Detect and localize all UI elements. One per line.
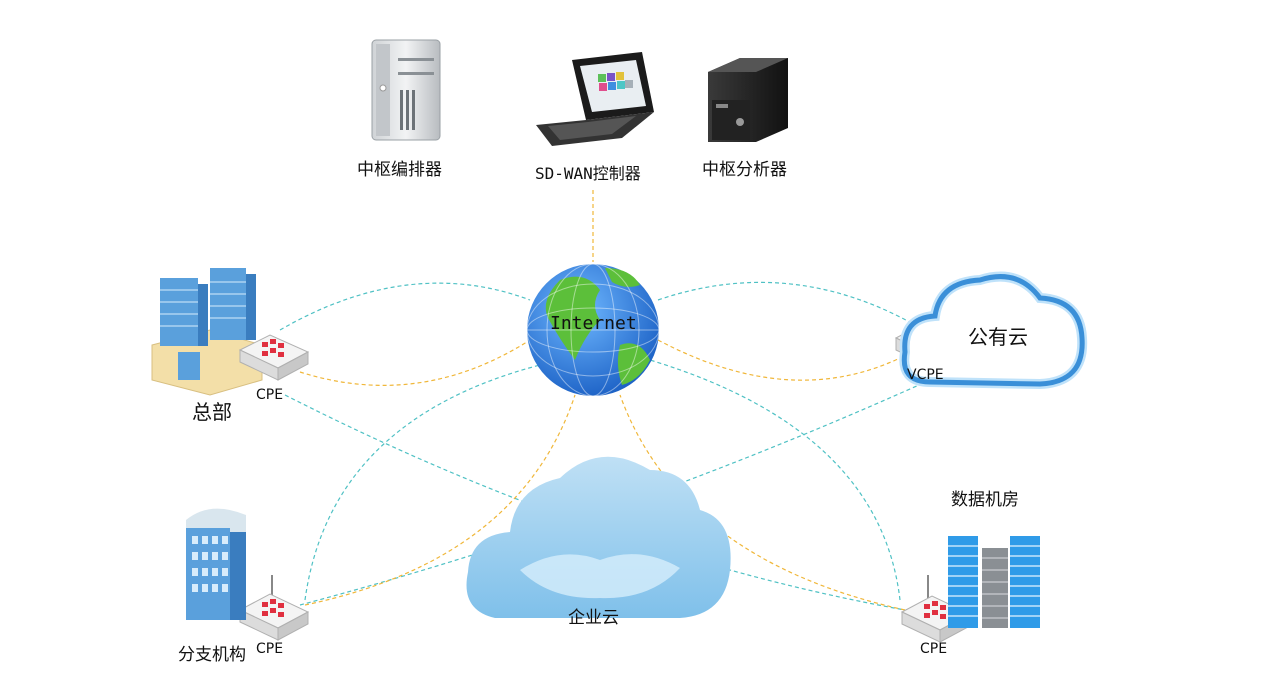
analyzer-server-icon [708, 58, 788, 142]
link-cloud-internet-orange [657, 339, 901, 381]
hq-label: 总部 [192, 400, 232, 424]
enterprise-cloud-label: 企业云 [568, 608, 619, 628]
links [279, 190, 931, 611]
internet-globe-icon [526, 263, 660, 397]
link-hq-internet-teal [279, 282, 531, 331]
link-branch-internet-orange [304, 394, 576, 606]
link-hq-internet-orange [299, 339, 531, 386]
vcpe-label: VCPE [907, 367, 944, 383]
datacenter-building-icon [948, 536, 1040, 628]
branch-label: 分支机构 [178, 645, 246, 665]
branch-cpe-router-icon [238, 575, 310, 641]
dc-cpe-label: CPE [920, 641, 948, 657]
orchestrator-server-icon [371, 39, 441, 141]
branch-building-icon [186, 508, 246, 620]
hq-cpe-label: CPE [256, 387, 284, 403]
enterprise-cloud-icon [466, 456, 731, 618]
orchestrator-label: 中枢编排器 [357, 160, 442, 180]
datacenter-label: 数据机房 [951, 490, 1019, 510]
hq-cpe-router-icon [238, 334, 310, 381]
controller-laptop-icon [536, 52, 654, 146]
public-cloud-label: 公有云 [968, 325, 1028, 349]
analyzer-label: 中枢分析器 [702, 160, 787, 180]
public-cloud-icon [899, 271, 1088, 390]
link-dc-internet-teal [649, 359, 901, 601]
internet-label: Internet [550, 313, 637, 334]
link-cloud-internet-teal [657, 281, 916, 326]
link-dc-internet-orange [619, 394, 906, 611]
hq-building-icon [151, 268, 263, 396]
controller-label: SD-WAN控制器 [535, 164, 641, 183]
link-hq-dc [284, 394, 906, 611]
branch-cpe-label: CPE [256, 641, 284, 657]
